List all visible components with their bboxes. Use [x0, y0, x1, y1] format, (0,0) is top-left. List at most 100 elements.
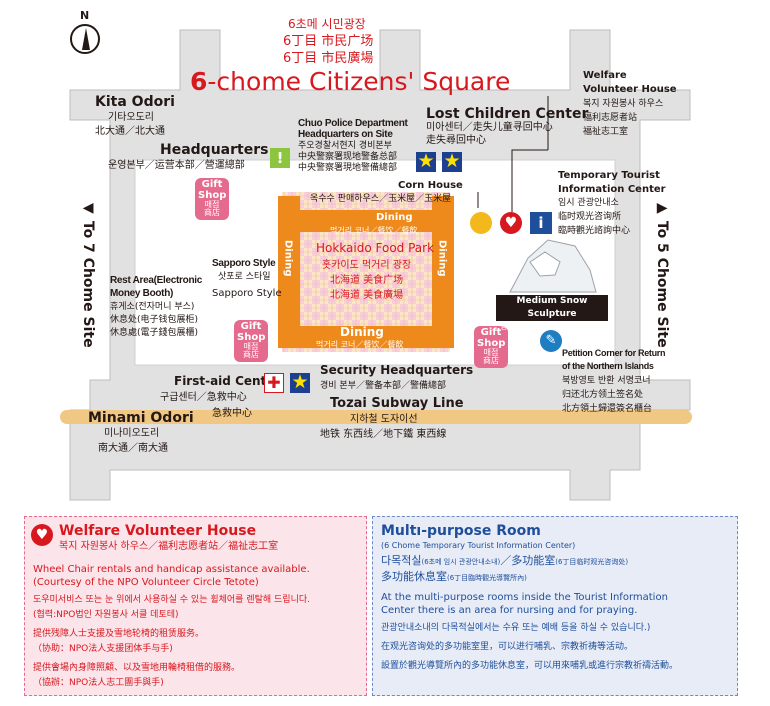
- page-title: 6-chome Citizens' Square: [190, 67, 511, 96]
- multi-purpose-panel: Multı-purpose Room (6 Chome Temporary To…: [372, 516, 738, 696]
- welfare-line-8: （協辦：NPO法人志工團手與手): [33, 678, 164, 688]
- lost-children-zh: 走失尋回中心: [426, 135, 486, 146]
- kita-odori-zh: 北大通／北大通: [95, 126, 165, 137]
- petition-zh-cn: 归还北方领土签名处: [562, 390, 644, 400]
- headquarters-icon: !: [270, 148, 290, 168]
- petition-en1: Petition Corner for Return: [562, 348, 666, 358]
- tourist-zh-cn: 临时观光咨询所: [558, 212, 622, 222]
- title-ko: 6초메 시민광장: [288, 17, 366, 31]
- dining-right-label: Dining: [436, 240, 448, 277]
- multi-line-3: 관광안내소내의 다목적실에서는 수유 또는 예배 등을 하실 수 있습니다.): [381, 623, 651, 633]
- first-aid-zh: 急救中心: [212, 408, 252, 419]
- dining-bar-top: [300, 210, 432, 232]
- minami-odori-en: Minami Odori: [88, 410, 194, 426]
- subway-zh: 地铁 东西线／地下鐵 東西線: [320, 429, 447, 440]
- title-zh-cn: 6丁目 市民广场: [283, 34, 374, 49]
- minami-odori-zh: 南大通／南大通: [98, 443, 168, 454]
- welfare-panel: ♥ Welfare Volunteer House 복지 자원봉사 하우스／福利…: [24, 516, 367, 696]
- lost-children-ko: 미아센터／走失儿童寻回中心: [426, 122, 553, 133]
- first-aid-icon: ✚: [264, 373, 284, 393]
- dining-bottom-label: Dining: [340, 325, 384, 339]
- welfare-en1: Welfare: [583, 70, 627, 81]
- welfare-en2: Volunteer House: [583, 84, 677, 95]
- food-park-zh-cn: 北海道 美食广场: [330, 275, 404, 286]
- kita-odori-en: Kita Odori: [95, 94, 175, 110]
- multi-panel-subtitle: (6 Chome Temporary Tourist Information C…: [381, 541, 576, 550]
- welfare-line-3: 도우미서비스 또는 눈 위에서 사용하실 수 있는 휠체어를 렌탈해 드립니다.: [33, 595, 311, 605]
- corn-icon: [470, 212, 492, 234]
- headquarters-zh: 운영본부／运营本部／營運總部: [108, 160, 245, 171]
- lost-children-en: Lost Children Center: [426, 106, 589, 122]
- welfare-line-6: （协助：NPO法人支援团体手与手): [33, 644, 173, 654]
- welfare-line-4: (협력:NPO법인 자원봉사 서클 데토테): [33, 610, 179, 620]
- tourist-en2: Information Center: [558, 184, 666, 195]
- heart-icon: ♥: [500, 212, 522, 234]
- dining-bar-right: [432, 196, 454, 348]
- title-zh-tw: 6丁目 市民廣場: [283, 51, 374, 66]
- headquarters-en: Headquarters: [160, 142, 269, 158]
- security-zh: 경비 본부／警备本部／警備總部: [320, 381, 446, 391]
- left-direction: ◀ To 7 Chome Site: [80, 200, 97, 348]
- multi-panel-title: Multı-purpose Room: [381, 523, 541, 539]
- tourist-en1: Temporary Tourist: [558, 170, 660, 181]
- subway-line: [60, 410, 692, 424]
- petition-zh-tw: 北方領土歸還簽名櫃台: [562, 404, 653, 414]
- sapporo-style-ko: 삿포로 스타일: [218, 272, 271, 282]
- welfare-line-5: 提供残障人士支援及雪地轮椅的租赁服务。: [33, 629, 205, 639]
- welfare-zh-tw: 福祉志工室: [583, 127, 629, 137]
- subway-en: Tozai Subway Line: [330, 396, 464, 411]
- dining-top-label: Dining: [376, 212, 413, 223]
- police-zh-cn: 中央警察署现地警备总部: [298, 152, 398, 162]
- petition-en2: of the Northern Islands: [562, 361, 654, 371]
- minami-odori-ko: 미나미오도리: [104, 428, 160, 439]
- subway-ko: 지하철 도자이선: [350, 414, 418, 425]
- sapporo-style-en2: Sapporo Style: [212, 288, 282, 299]
- kita-odori-ko: 기타오도리: [108, 112, 154, 123]
- police-star-icon-2: [442, 150, 462, 172]
- welfare-panel-subtitle: 복지 자원봉사 하우스／福利志愿者站／福祉志工室: [59, 541, 279, 552]
- multi-room-line-1: 다목적실(6초메 임시 관광안내소내)／多功能室(6丁目临时观光咨询处): [381, 554, 629, 567]
- rest-area-en1: Rest Area(Electronic: [110, 275, 202, 286]
- sapporo-style-en: Sapporo Style: [212, 258, 276, 269]
- dining-bar-bottom: [300, 326, 432, 348]
- welfare-zh-cn: 福利志愿者站: [583, 113, 638, 123]
- first-aid-ko: 구급센터／急救中心: [160, 392, 247, 403]
- food-park-ko: 홋카이도 먹거리 광장: [322, 260, 412, 271]
- corn-house-zh: 옥수수 판매하우스／玉米屋／玉米屋: [310, 194, 452, 204]
- multi-room-line-2: 多功能休息室(6丁目臨時觀光導覽所內): [381, 570, 527, 583]
- map-background: [60, 29, 692, 501]
- welfare-line-7: 提供會場內身障照顧、以及雪地用輪椅租借的服務。: [33, 663, 241, 673]
- dining-top-sub: 먹거리 코너／餐饮／餐飲: [330, 226, 418, 235]
- compass-label: N: [80, 9, 90, 22]
- police-zh-tw: 中央警察署現地警備總部: [298, 163, 398, 173]
- multi-line-2: Center there is an area for nursing and …: [381, 605, 638, 616]
- corn-house-en: Corn House: [398, 180, 463, 191]
- rest-area-ko: 휴게소(전자머니 부스): [110, 302, 195, 312]
- snow-sculpture-shape: [509, 239, 597, 293]
- rest-area-zh-tw: 休息處(電子錢包展櫃): [110, 328, 199, 338]
- info-icon: i: [530, 212, 552, 234]
- welfare-heart-icon: ♥: [31, 524, 53, 546]
- petition-icon: ✎: [540, 330, 562, 352]
- multi-line-4: 在观光咨询处的多功能室里，可以进行哺乳、宗教祈祷等活动。: [381, 642, 634, 652]
- dining-bar-left: [278, 196, 300, 348]
- tourist-ko: 임시 관광안내소: [558, 198, 619, 208]
- police-en2: Headquarters on Site: [298, 129, 393, 140]
- welfare-line-1: Wheel Chair rentals and handicap assista…: [33, 564, 310, 575]
- food-park-zh-tw: 北海道 美食廣場: [330, 290, 404, 301]
- right-direction: ▶ To 5 Chome Site: [654, 200, 671, 348]
- police-star-icon: [416, 150, 436, 172]
- food-park-en: Hokkaido Food Park: [316, 241, 435, 255]
- petition-ko: 북방영토 반환 서명코너: [562, 376, 651, 386]
- rest-area-zh-cn: 休息处(电子钱包展柜): [110, 315, 199, 325]
- multi-line-1: At the multi-purpose rooms inside the To…: [381, 592, 668, 603]
- welfare-ko: 복지 자원봉사 하우스: [583, 99, 664, 109]
- police-ko: 주오경찰서현지 경비본부: [298, 141, 392, 151]
- first-aid-en: First-aid Center: [174, 374, 281, 388]
- rest-area-en2: Money Booth): [110, 288, 174, 299]
- police-en1: Chuo Police Department: [298, 118, 408, 129]
- tourist-zh-tw: 臨時觀光諮詢中心: [558, 226, 631, 236]
- welfare-line-2: (Courtesy of the NPO Volunteer Circle Te…: [33, 577, 259, 588]
